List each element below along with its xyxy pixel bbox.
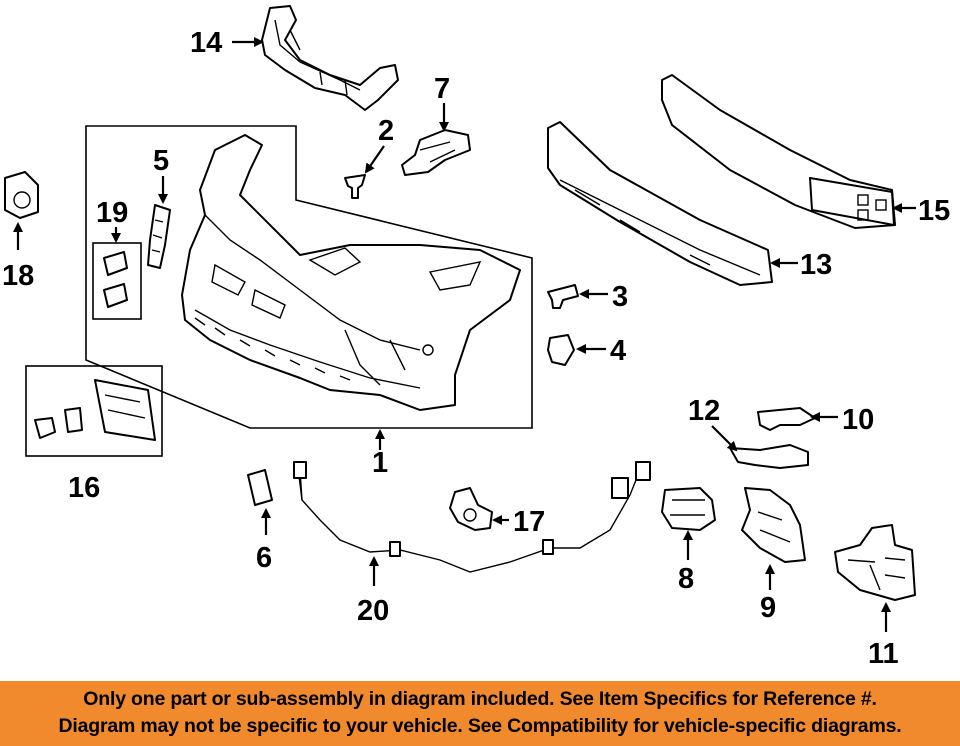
part-17-sensor [449,487,493,531]
disclaimer-line-2: Diagram may not be specific to your vehi… [58,715,902,737]
part-2-clip [344,174,366,199]
part-19-brackets [103,251,128,308]
part-4-nut [547,334,575,366]
callout-14: 14 [190,27,222,59]
bumper-assembly-box [85,125,533,429]
callout-13: 13 [800,249,832,281]
part-8-bracket [661,487,716,531]
callout-19: 19 [96,197,128,229]
part-5-bracket [147,204,171,269]
callout-4: 4 [610,335,626,367]
part-7-bracket [401,129,471,176]
part-18-sensor [4,171,39,219]
disclaimer-line-1: Only one part or sub-assembly in diagram… [83,688,877,710]
callout-7: 7 [434,73,450,105]
part-9-bracket [741,487,806,563]
part-13-absorber [547,121,773,286]
callout-6: 6 [256,542,272,574]
callout-8: 8 [678,563,694,595]
part-6-cap [247,469,273,506]
callout-1: 1 [372,447,388,479]
callout-18: 18 [2,260,34,292]
part-11-bracket [834,524,916,601]
parts-diagram: 14 7 2 1 5 19 18 [2,5,950,670]
part-19-box [92,242,142,320]
callout-20: 20 [357,595,389,627]
callout-3: 3 [612,281,628,313]
callout-2: 2 [378,115,394,147]
callout-15: 15 [918,195,950,227]
callout-11: 11 [868,638,899,670]
part-3-clip [547,284,579,309]
callout-12: 12 [688,395,720,427]
callout-2-arrow [364,145,385,174]
part-10-bracket [757,407,816,431]
part-16-box [25,365,163,457]
part-12-bracket [729,444,809,469]
callout-17: 17 [513,506,545,538]
callout-16: 16 [68,472,100,504]
callout-12-arrow [711,425,738,452]
callout-10: 10 [842,404,874,436]
callout-9: 9 [760,592,776,624]
part-15-reinforcement [661,74,896,229]
part-16-bracket [34,379,156,441]
callout-5: 5 [153,145,169,177]
part-14-bracket [261,5,399,111]
disclaimer-banner: Only one part or sub-assembly in diagram… [0,681,960,746]
part-20-harness [293,461,651,573]
part-1-bumper-cover [181,134,521,411]
